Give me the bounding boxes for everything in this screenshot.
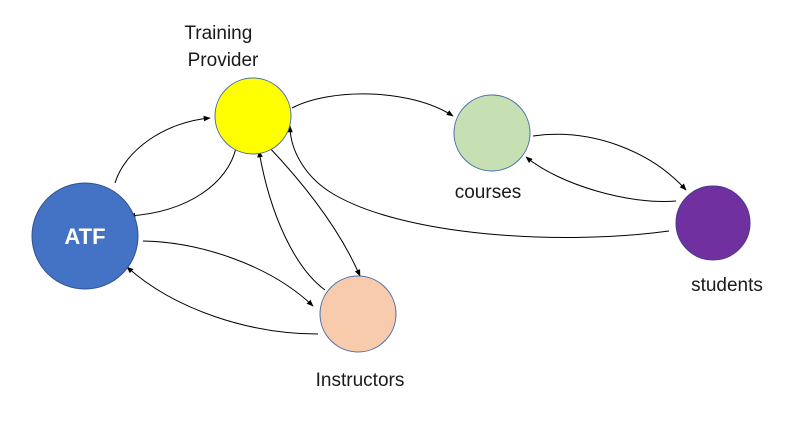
atf-label: ATF bbox=[64, 224, 105, 249]
courses-label: courses bbox=[455, 182, 522, 203]
training-provider-label-line-2: Provider bbox=[188, 50, 259, 71]
edge-students-to-courses bbox=[525, 156, 677, 203]
edge-atf-to-instructors bbox=[142, 240, 314, 307]
edge-training-provider-to-atf bbox=[128, 147, 237, 219]
node-instructors[interactable]: Instructors bbox=[316, 275, 405, 391]
edge-training-provider-to-courses bbox=[291, 93, 454, 117]
training-provider-label: Training Provider bbox=[184, 23, 259, 71]
node-courses[interactable]: courses bbox=[453, 94, 531, 203]
edge-students-to-training-provider bbox=[287, 125, 670, 238]
instructors-circle bbox=[319, 275, 397, 353]
edge-training-provider-to-instructors bbox=[267, 145, 361, 277]
courses-circle bbox=[453, 94, 531, 172]
edges bbox=[114, 93, 687, 335]
node-training-provider[interactable]: Training Provider bbox=[184, 23, 292, 155]
node-students[interactable]: students bbox=[675, 185, 763, 296]
students-label: students bbox=[691, 275, 763, 296]
atf-circle bbox=[31, 182, 139, 290]
training-provider-circle bbox=[214, 77, 292, 155]
edge-instructors-to-training-provider bbox=[257, 150, 326, 291]
instructors-label: Instructors bbox=[316, 370, 405, 391]
edge-atf-to-training-provider bbox=[114, 115, 211, 184]
training-provider-label-line-1: Training bbox=[184, 23, 252, 44]
edge-instructors-to-atf bbox=[126, 266, 319, 335]
edge-courses-to-students bbox=[532, 133, 687, 191]
node-atf[interactable]: ATF bbox=[31, 182, 139, 290]
students-circle bbox=[675, 185, 751, 261]
